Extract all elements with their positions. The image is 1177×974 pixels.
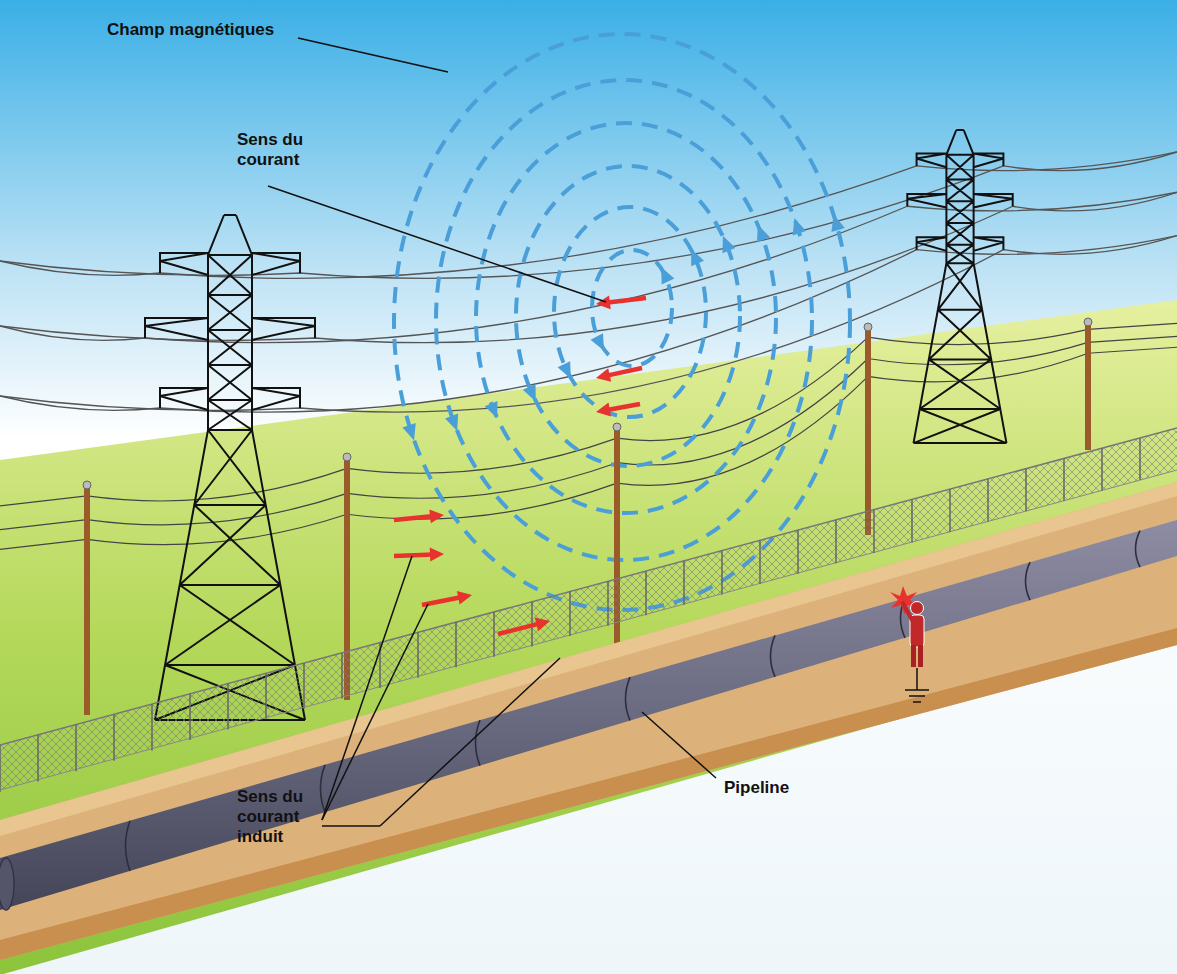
pole <box>83 481 91 715</box>
current-arrows <box>394 295 646 634</box>
pylon <box>145 215 315 720</box>
pole <box>613 423 621 665</box>
power-wire <box>0 152 1177 278</box>
person-shock <box>890 586 929 702</box>
current-arrow <box>394 508 445 523</box>
trench <box>0 482 1177 960</box>
pole <box>864 323 872 535</box>
current-arrow <box>595 295 646 311</box>
callout-label: Sens du courant <box>237 130 337 170</box>
power-wire <box>0 236 1177 412</box>
callout-label: Champ magnétiques <box>107 20 307 40</box>
power-wire <box>0 192 1177 342</box>
current-arrow <box>595 403 640 419</box>
callout-label: Pipeline <box>724 778 844 798</box>
distribution-wire <box>0 347 1177 549</box>
current-arrow <box>422 588 473 605</box>
power-wire <box>0 192 1177 342</box>
current-arrow <box>595 368 642 385</box>
magnetic-field-lines <box>394 34 850 610</box>
callout-label: Sens du courant induit <box>237 787 325 847</box>
field-line <box>592 250 672 366</box>
current-arrow <box>498 614 552 634</box>
power-wire <box>0 152 1177 278</box>
current-arrow <box>394 547 444 562</box>
field-line <box>554 207 706 417</box>
pylon <box>907 130 1012 443</box>
pole <box>1084 318 1092 450</box>
field-line <box>436 80 812 560</box>
leader-lines <box>268 38 716 826</box>
power-wire <box>0 236 1177 412</box>
field-line <box>394 34 850 610</box>
pipeline-drawing <box>0 520 1177 910</box>
field-line <box>476 123 776 513</box>
field-line <box>516 166 740 466</box>
